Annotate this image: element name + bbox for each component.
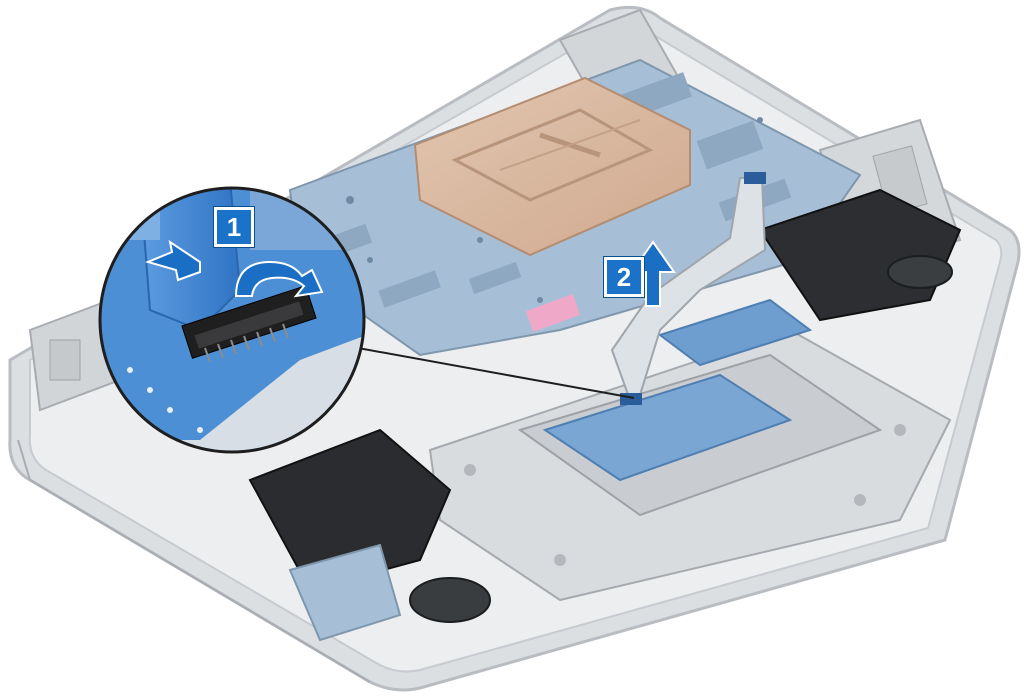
- touchpad-cable: [610, 172, 767, 405]
- speaker-right: [758, 188, 962, 322]
- step-2-badge: 2: [604, 257, 644, 297]
- callout-leader-line: [357, 347, 635, 399]
- left-hinge: [28, 298, 122, 412]
- heat-shield: [413, 76, 691, 257]
- curved-arrow-right-icon: [234, 260, 324, 298]
- io-board: [288, 543, 402, 642]
- touchpad-bracket: [428, 298, 952, 602]
- arrow-left-icon: [144, 239, 201, 282]
- step-1-badge: 1: [214, 207, 254, 247]
- pink-label: [525, 294, 581, 332]
- speaker-left: [248, 428, 491, 623]
